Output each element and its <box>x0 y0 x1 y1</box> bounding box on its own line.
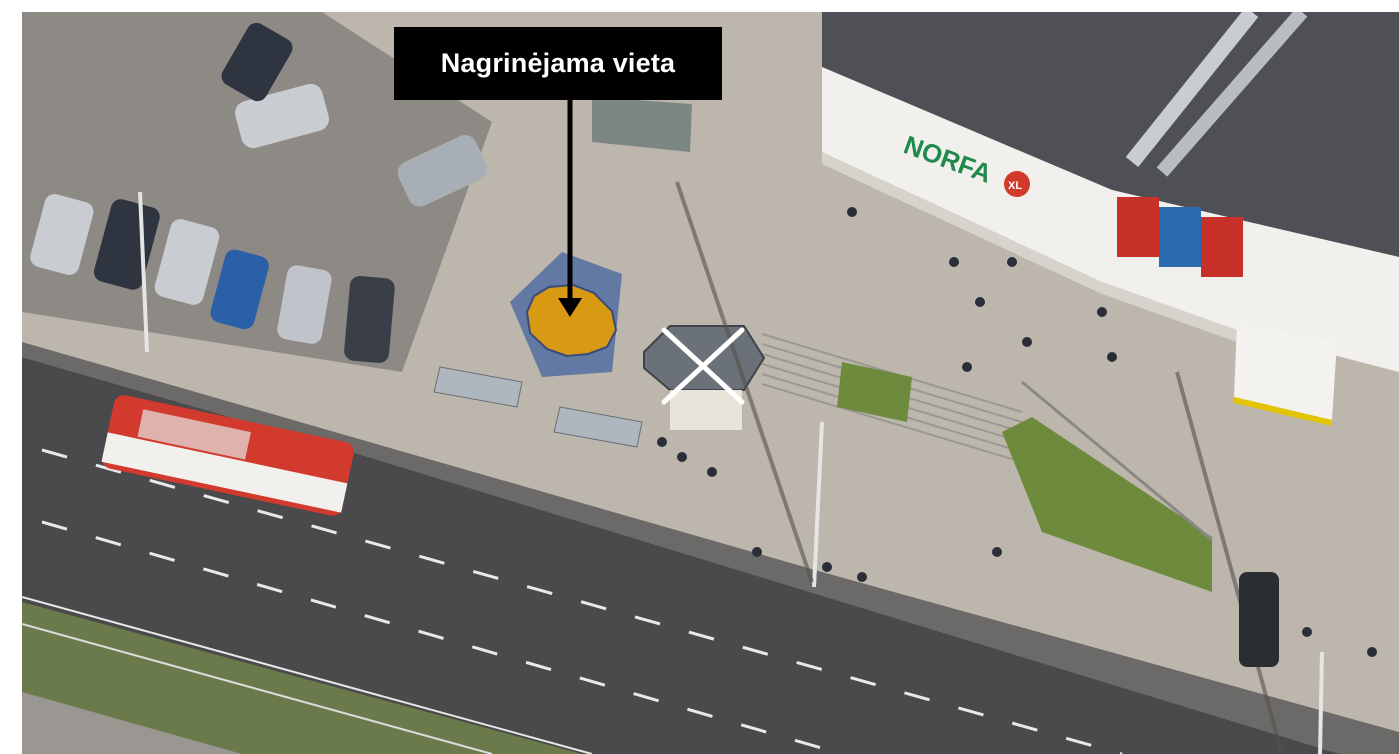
site-marker <box>525 283 618 358</box>
aerial-photo: NORFA XL <box>22 12 1399 754</box>
cross-mark <box>661 327 745 405</box>
store-sign-suffix: XL <box>1008 180 1022 192</box>
trolleybus <box>101 395 354 516</box>
callout-label: Nagrinėjama vieta <box>440 48 676 78</box>
pavilion <box>1234 324 1337 420</box>
store-facade <box>822 67 1399 372</box>
lane-markings <box>41 448 1123 754</box>
grass-slope <box>1002 417 1212 592</box>
advertising-column <box>1239 572 1279 667</box>
pedestrians <box>657 207 1377 657</box>
callout-box: Nagrinėjama vieta <box>394 27 722 100</box>
fence <box>22 596 593 754</box>
billboard <box>1117 197 1243 277</box>
grass-patch <box>837 362 912 422</box>
bus-shelters <box>433 97 692 448</box>
grass-strip <box>22 602 582 754</box>
parked-cars <box>30 22 488 363</box>
lamp-posts <box>138 191 1324 754</box>
road <box>22 357 1399 754</box>
